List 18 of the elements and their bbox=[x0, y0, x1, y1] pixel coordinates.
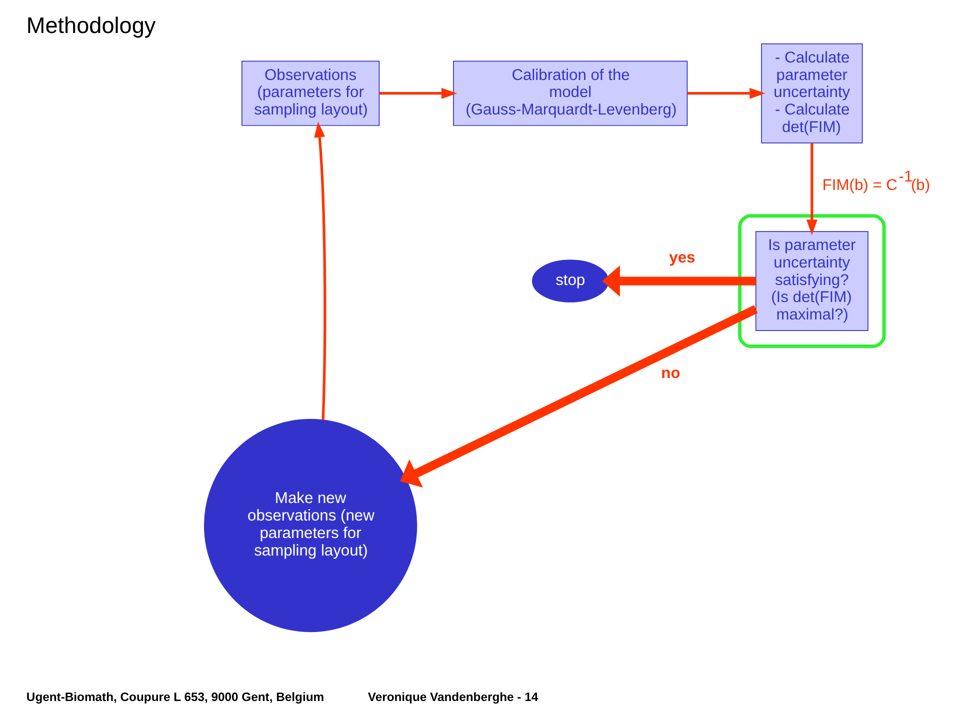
label: Veronique Vandenberghe - 14 bbox=[367, 690, 538, 704]
node-box: Observations (parameters for sampling layout) bbox=[240, 60, 380, 126]
diagram-title: Methodology bbox=[26, 13, 156, 38]
arrow bbox=[314, 122, 326, 420]
arrow bbox=[602, 265, 756, 297]
node-box: - Calculate parameter uncertainty - Calculate det(FIM) bbox=[760, 43, 862, 144]
node-box: Calibration of the model (Gauss-Marquardt-Levenberg) bbox=[452, 60, 688, 126]
arrow bbox=[378, 88, 457, 99]
cluster bbox=[738, 214, 886, 348]
arrow bbox=[400, 305, 758, 488]
edge-label: yes bbox=[668, 249, 695, 266]
label: Ugent-Biomath, Coupure L 653, 9000 Gent, Belgium bbox=[26, 690, 324, 704]
node-circle: Make new observations (new parameters for sampling layout) bbox=[203, 418, 417, 632]
edge-label: no bbox=[660, 364, 680, 382]
node-box: Is parameter uncertainty satisfying? (Is det(FIM) maximal?) bbox=[754, 231, 868, 331]
arrow bbox=[686, 88, 765, 99]
arrow bbox=[806, 143, 817, 236]
node-ellipse: stop bbox=[531, 260, 608, 302]
